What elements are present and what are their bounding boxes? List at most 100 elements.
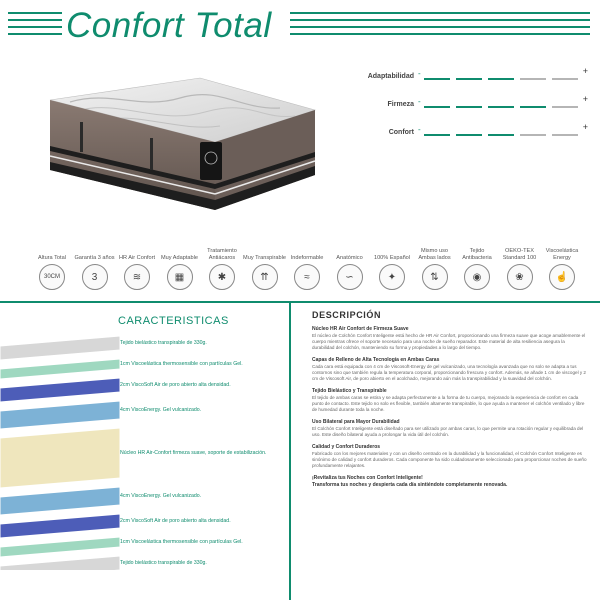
section-heading: Calidad y Confort Duraderos: [312, 444, 381, 450]
section-heading: Capas de Relleno de Alta Tecnología en A…: [312, 357, 440, 363]
rating-segment: [456, 106, 482, 108]
rating-segment: [456, 78, 482, 80]
layer-label: 2cm ViscoSoft Air de poro abierto alta d…: [120, 518, 231, 524]
feature-item: Mismo uso Ambas lados ⇅: [413, 240, 457, 290]
layer-shape: [0, 427, 120, 489]
rating-segment: [520, 106, 546, 108]
rating-min: -: [418, 69, 421, 78]
warranty-icon: 3: [81, 264, 108, 290]
spain-icon: ✦: [379, 264, 405, 290]
feature-item: Muy Adaptable▦: [158, 240, 202, 290]
rating-segment: [552, 106, 578, 108]
undeformable-icon: ≈: [294, 264, 320, 290]
rating-segment: [520, 134, 546, 136]
rating-max: +: [582, 122, 588, 132]
rating-segment: [488, 78, 514, 80]
section-text: Cada cara está equipada con 4 cm de Visc…: [312, 364, 586, 381]
rating-segment: [488, 106, 514, 108]
layer-label: Tejido bielástico transpirable de 330g.: [120, 340, 207, 346]
section-text: El Colchón Confort Inteligente está dise…: [312, 426, 584, 437]
mattress-image: [49, 77, 317, 210]
feature-item: Viscoelástica Energy ☝: [540, 240, 584, 290]
feature-label: Muy Adaptable: [160, 255, 198, 261]
layer-shape: [0, 400, 120, 430]
feature-item: 100% Español ✦: [370, 240, 414, 290]
description-section: Núcleo HR Air Confort de Firmeza Suave E…: [312, 326, 587, 351]
section-heading: Uso Bilateral para Mayor Durabilidad: [312, 419, 400, 425]
layer-shape: [0, 536, 120, 558]
rating-max: +: [582, 66, 588, 76]
rating-segment: [488, 134, 514, 136]
description-section: Uso Bilateral para Mayor Durabilidad El …: [312, 419, 587, 438]
description-section: Tejido Bielástico y Transpirable El teji…: [312, 388, 587, 413]
rating-segment: [424, 78, 450, 80]
rating-min: -: [418, 125, 421, 134]
characteristics-title: CARACTERISTICAS: [118, 315, 229, 327]
anatomic-icon: ∽: [336, 264, 363, 290]
feature-label: Mismo uso Ambas lados: [418, 248, 451, 261]
closing-line-2: Transforma tus noches y despierta cada d…: [312, 482, 508, 488]
viscoelastic-icon: ☝: [549, 264, 575, 290]
feature-item: OEKO-TEX Standard 100 ❀: [498, 240, 542, 290]
feature-item: Tejido Antibacteria ◉: [455, 240, 499, 290]
layer-label: 4cm ViscoEnergy. Gel vulcanizado.: [120, 407, 202, 413]
description-body: Núcleo HR Air Confort de Firmeza Suave E…: [312, 326, 587, 489]
rating-segment: [552, 78, 578, 80]
layers-illustration: [0, 335, 120, 570]
rating-label: Adaptabilidad: [367, 73, 414, 80]
feature-item: HR Air Confort≋: [115, 240, 159, 290]
feature-item: Muy Transpirable⇈: [243, 240, 287, 290]
feature-label: Altura Total: [38, 255, 66, 261]
feature-label: 100% Español: [373, 255, 411, 261]
rating-bars: - +: [418, 66, 588, 81]
layer-shape: [0, 358, 120, 380]
feature-item: Indeformable ≈: [285, 240, 329, 290]
section-text: El tejido de ambas caras se estira y se …: [312, 395, 585, 412]
layer-shape: [0, 335, 120, 361]
rating-segment: [424, 134, 450, 136]
page-header: Confort Total: [0, 0, 600, 50]
feature-item: Tratamiento Antiácaros✱: [200, 240, 244, 290]
feature-label: OEKO-TEX Standard 100: [502, 248, 537, 261]
rating-segment: [552, 134, 578, 136]
layer-shape: [0, 513, 120, 539]
description-section: Capas de Relleno de Alta Tecnología en A…: [312, 357, 587, 382]
rating-segment: [424, 106, 450, 108]
rating-segment: [520, 78, 546, 80]
rating-firmeza: Firmeza - +: [360, 92, 590, 122]
layer-shape: [0, 377, 120, 403]
horizontal-divider: [0, 301, 600, 303]
section-text: El núcleo de Colchón Confort Inteligente…: [312, 333, 586, 350]
rating-bars: - +: [418, 94, 588, 109]
feature-item: Anatómico∽: [328, 240, 372, 290]
rating-adaptabilidad: Adaptabilidad - +: [360, 64, 590, 94]
feature-label: HR Air Confort: [118, 255, 156, 261]
description-section: Calidad y Confort Duraderos Fabricado co…: [312, 444, 587, 469]
rating-confort: Confort - +: [360, 120, 590, 150]
layer-shape: [0, 486, 120, 516]
double-side-icon: ⇅: [421, 264, 448, 290]
feature-label: Tejido Antibacteria: [462, 248, 492, 261]
header-lines-right: [290, 12, 590, 38]
rating-segment: [456, 134, 482, 136]
feature-label: Indeformable: [290, 255, 324, 261]
vertical-divider: [289, 303, 291, 600]
section-heading: Tejido Bielástico y Transpirable: [312, 388, 387, 394]
oekotex-icon: ❀: [506, 264, 533, 290]
antimite-icon: ✱: [209, 264, 235, 290]
rating-min: -: [418, 97, 421, 106]
section-text: Fabricado con los mejores materiales y c…: [312, 451, 587, 468]
layer-label: 1cm Viscoelástica thermosensible con par…: [120, 361, 243, 367]
rating-label: Firmeza: [387, 101, 414, 108]
layer-label: 1cm Viscoelástica thermosensible con par…: [120, 539, 243, 545]
feature-label: Viscoelástica Energy: [545, 248, 579, 261]
feature-label: Garantía 3 años: [74, 255, 115, 261]
feature-item: Garantía 3 años 3: [73, 240, 117, 290]
header-lines-left: [8, 12, 62, 38]
antibacterial-icon: ◉: [464, 264, 490, 290]
layer-label: 4cm ViscoEnergy. Gel vulcanizado.: [120, 493, 202, 499]
page-title: Confort Total: [66, 6, 272, 45]
rating-bars: - +: [418, 122, 588, 137]
